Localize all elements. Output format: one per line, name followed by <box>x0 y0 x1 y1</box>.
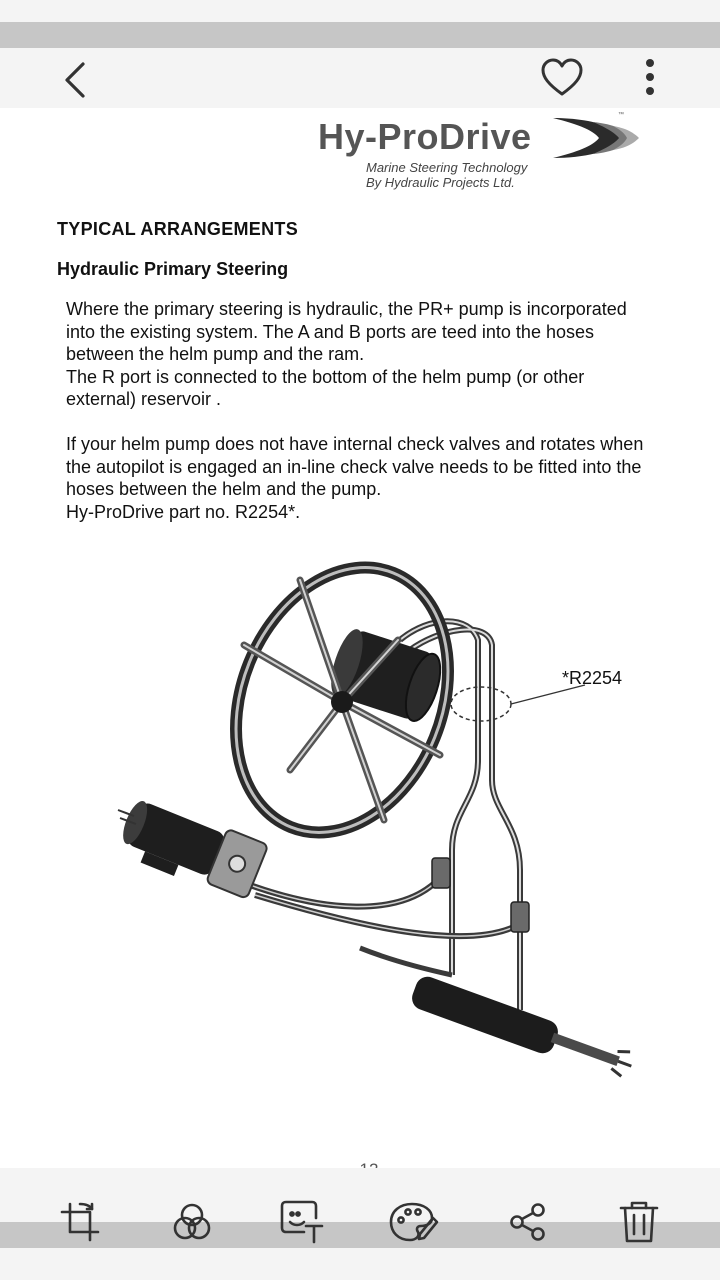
paragraph-line: hoses between the helm and the pump. <box>66 479 382 500</box>
logo-trademark: ™ <box>618 112 624 118</box>
logo-brand-text: Hy-ProDrive <box>318 116 532 157</box>
steering-system-diagram <box>117 561 632 1078</box>
top-app-bar <box>0 48 720 108</box>
top-gray-band <box>0 22 720 48</box>
paragraph-line: the autopilot is engaged an in-line chec… <box>66 456 642 477</box>
crop-rotate-icon <box>60 1202 100 1242</box>
paragraph-line: The R port is connected to the bottom of… <box>66 366 585 387</box>
chevron-left-icon <box>65 62 85 98</box>
paragraph-line: external) reservoir . <box>66 389 222 410</box>
vertical-dots-icon <box>646 59 654 95</box>
text-recognition-button[interactable] <box>276 1196 328 1248</box>
diagram-callout-label: *R2254 <box>562 668 623 688</box>
subsection-title: Hydraulic Primary Steering <box>57 259 289 279</box>
back-button[interactable] <box>50 54 102 106</box>
color-filter-icon <box>173 1203 211 1240</box>
paragraph-line: Where the primary steering is hydraulic,… <box>66 299 627 319</box>
section-title: TYPICAL ARRANGEMENTS <box>57 219 299 239</box>
paragraph-line: into the existing system. The A and B po… <box>66 321 594 342</box>
paragraph-primary-steering: Where the primary steering is hydraulic,… <box>66 298 627 411</box>
text-recognition-icon <box>280 1200 324 1244</box>
trash-icon <box>619 1201 659 1243</box>
palette-edit-icon <box>389 1202 439 1242</box>
favorite-button[interactable] <box>534 52 590 104</box>
logo-tagline-1: Marine Steering Technology <box>366 160 528 175</box>
bottom-gray-band <box>0 1222 720 1248</box>
color-filter-button[interactable] <box>166 1196 218 1248</box>
palette-edit-button[interactable] <box>388 1196 440 1248</box>
paragraph-check-valve: If your helm pump does not have internal… <box>66 433 643 523</box>
logo-swoosh-icon <box>553 118 639 158</box>
logo-tagline-2: By Hydraulic Projects Ltd. <box>366 175 515 190</box>
paragraph-line: If your helm pump does not have internal… <box>66 434 644 454</box>
share-icon <box>510 1203 545 1241</box>
paragraph-line: Hy-ProDrive part no. R2254*. <box>66 501 301 522</box>
delete-button[interactable] <box>613 1196 665 1248</box>
heart-outline-icon <box>541 58 583 96</box>
more-options-button[interactable] <box>630 52 670 104</box>
paragraph-line: between the helm pump and the ram. <box>66 344 365 365</box>
status-bar-area <box>0 0 720 22</box>
brand-logo: Hy-ProDrive ™ Marine Steering Technology… <box>318 112 648 198</box>
share-button[interactable] <box>502 1196 554 1248</box>
crop-rotate-button[interactable] <box>54 1196 106 1248</box>
